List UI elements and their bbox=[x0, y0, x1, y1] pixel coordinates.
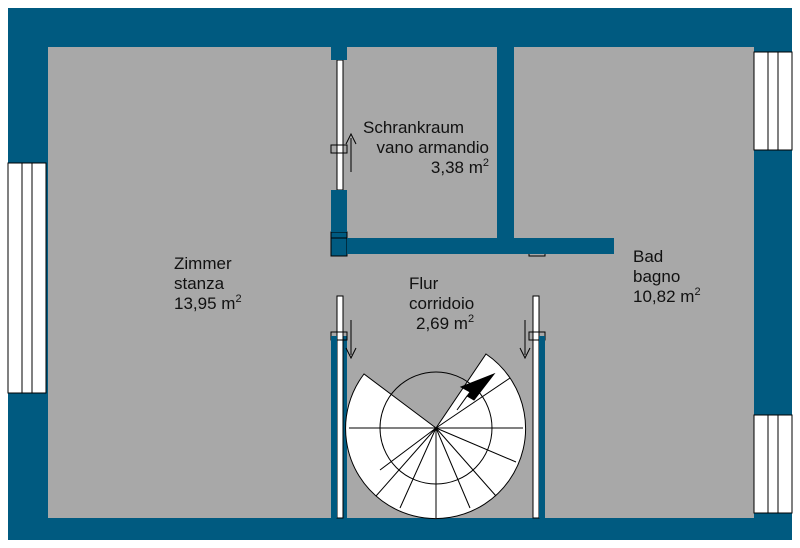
wall-vertical-schrank-bad bbox=[497, 47, 514, 238]
flur-area: 2,69 m2 bbox=[416, 313, 475, 334]
wall-vertical-left-mid bbox=[331, 190, 347, 232]
wall-vertical-right-bottom bbox=[539, 336, 545, 518]
wall-vertical-left-top bbox=[331, 47, 347, 60]
window-right-bottom bbox=[753, 414, 793, 514]
stair-direction-arrow bbox=[456, 372, 496, 411]
window-right-top bbox=[753, 51, 793, 151]
wall-horizontal-flur bbox=[347, 238, 614, 254]
schrankraum-area: 3,38 m2 bbox=[430, 157, 489, 178]
zimmer-area: 13,95 m2 bbox=[174, 293, 242, 314]
flur-name-de: Flur bbox=[409, 274, 439, 293]
room-zimmer-floor bbox=[48, 47, 331, 518]
schrankraum-name-it: vano armandio bbox=[376, 138, 489, 157]
room-schrankraum-floor bbox=[347, 47, 497, 238]
wall-vertical-left-bottom bbox=[331, 336, 337, 518]
bad-area: 10,82 m2 bbox=[633, 286, 701, 307]
label-zimmer: Zimmer stanza 13,95 m2 bbox=[174, 254, 242, 314]
zimmer-name-de: Zimmer bbox=[174, 254, 232, 273]
spiral-staircase bbox=[345, 353, 527, 520]
room-bad-floor bbox=[514, 47, 754, 518]
label-bad: Bad bagno 10,82 m2 bbox=[633, 247, 701, 307]
zimmer-name-it: stanza bbox=[174, 274, 225, 293]
schrankraum-name-de: Schrankraum bbox=[363, 118, 465, 137]
window-left bbox=[7, 162, 47, 394]
bad-name-de: Bad bbox=[633, 247, 664, 266]
bad-alcove-floor bbox=[614, 238, 754, 254]
flur-name-it: corridoio bbox=[409, 294, 475, 313]
label-flur: Flur corridoio 2,69 m2 bbox=[409, 274, 474, 334]
label-schrankraum: Schrankraum vano armandio 3,38 m2 bbox=[363, 118, 489, 178]
bad-name-it: bagno bbox=[633, 267, 681, 286]
